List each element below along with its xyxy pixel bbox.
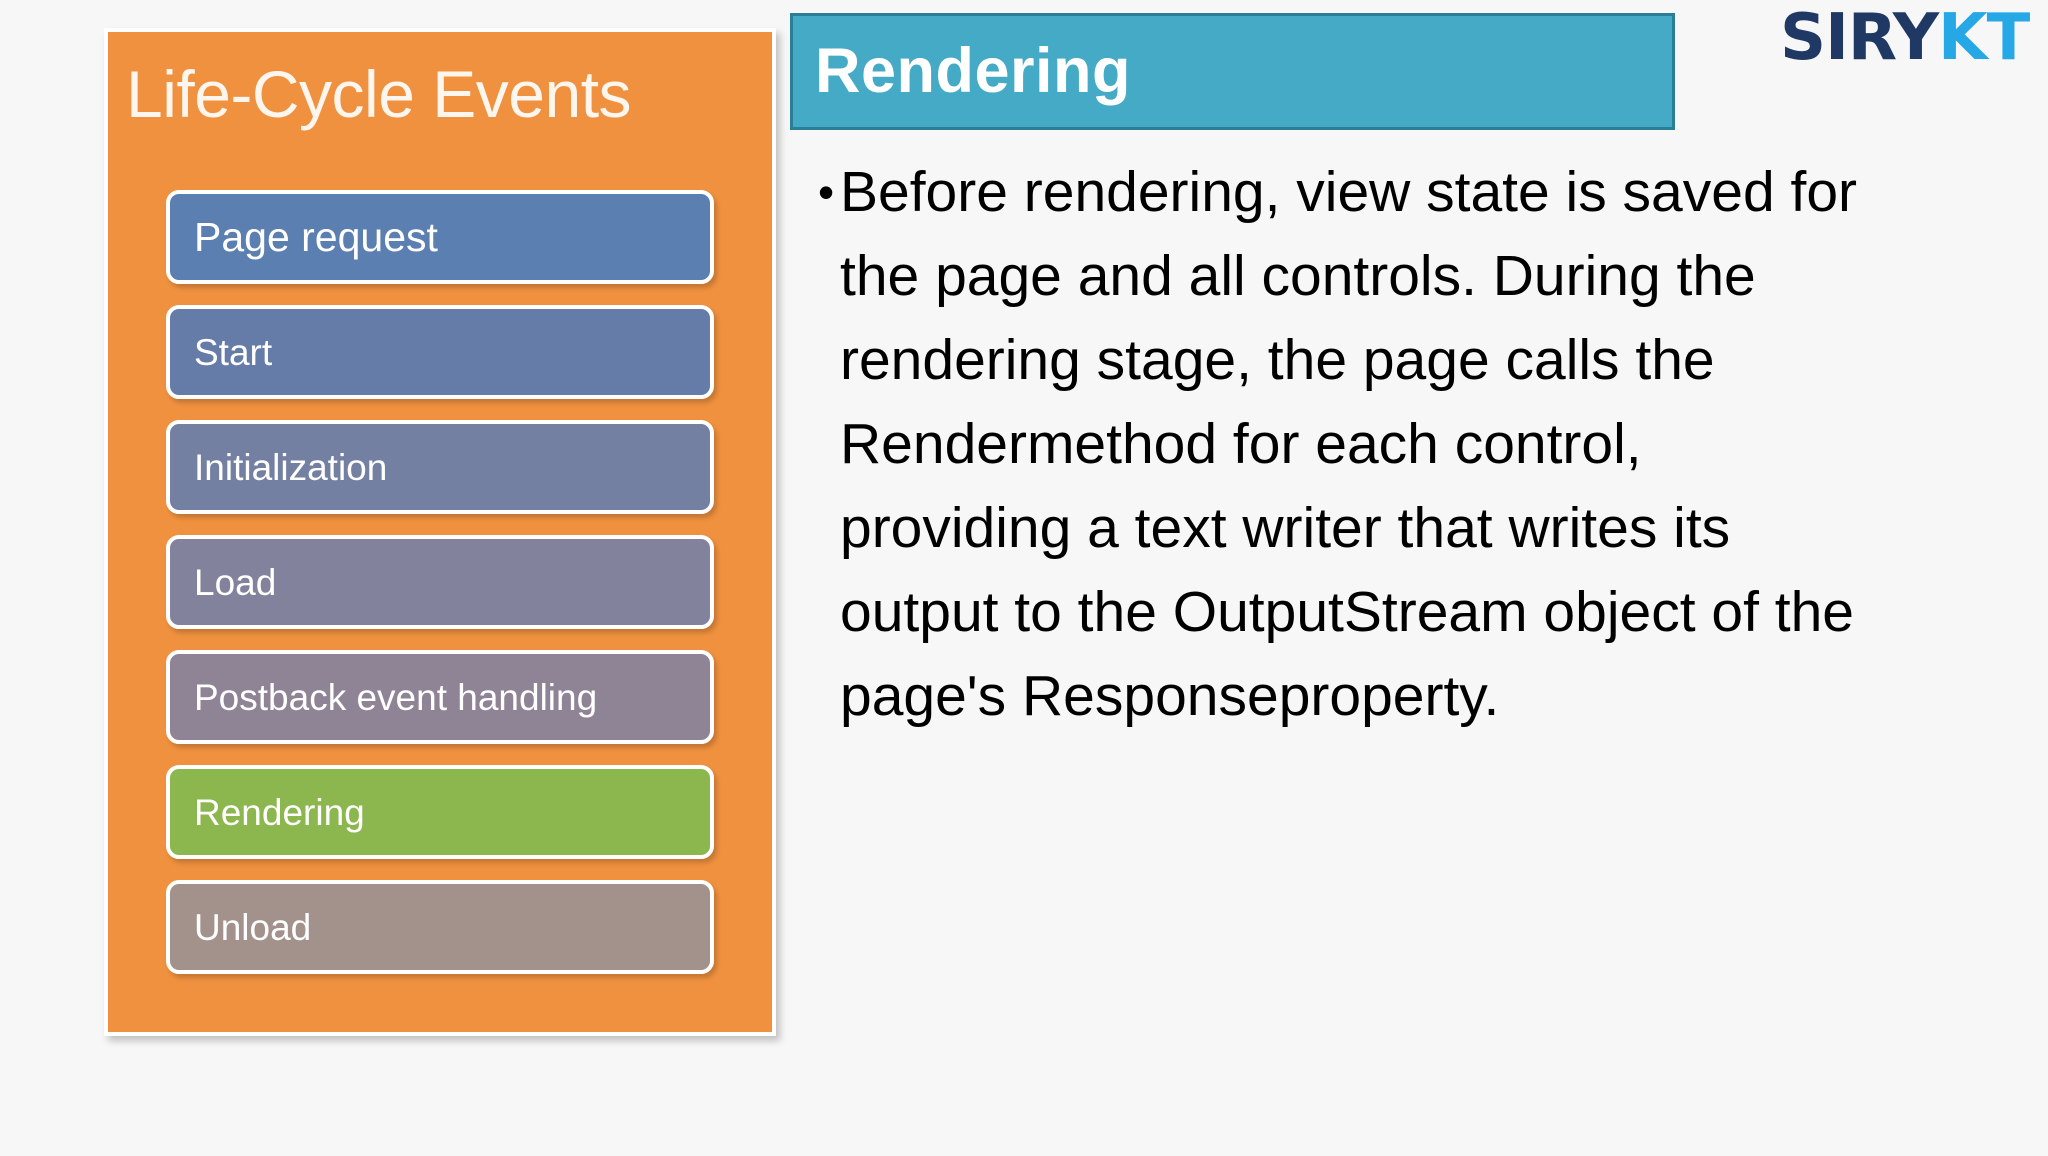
lifecycle-item-label: Load (194, 561, 277, 603)
bullet-list-item: • Before rendering, view state is saved … (790, 150, 1990, 738)
lifecycle-item-rendering[interactable]: Rendering (166, 765, 714, 859)
sirykt-logo: SIRYKT (1780, 2, 2048, 74)
lifecycle-panel-title: Life-Cycle Events (126, 57, 632, 131)
lifecycle-item-label: Postback event handling (194, 676, 598, 718)
lifecycle-item-label: Page request (194, 213, 438, 260)
content-area: Rendering • Before rendering, view state… (790, 0, 2048, 1156)
content-header-box: Rendering (790, 13, 1675, 130)
lifecycle-item-initialization[interactable]: Initialization (166, 420, 714, 514)
lifecycle-item-load[interactable]: Load (166, 535, 714, 629)
lifecycle-items-list: Page request Start Initialization Load P… (166, 190, 714, 995)
lifecycle-events-panel: Life-Cycle Events Page request Start Ini… (104, 28, 776, 1036)
logo-text-kt: KT (1938, 2, 2030, 74)
content-header-title: Rendering (815, 36, 1132, 106)
lifecycle-item-postback-event-handling[interactable]: Postback event handling (166, 650, 714, 744)
content-bullet-list: • Before rendering, view state is saved … (790, 150, 1990, 738)
logo-text-siry: SIRY (1780, 2, 1939, 74)
lifecycle-item-label: Rendering (194, 791, 365, 833)
lifecycle-item-label: Unload (194, 906, 312, 948)
lifecycle-item-label: Initialization (194, 446, 388, 488)
bullet-item-text: Before rendering, view state is saved fo… (840, 160, 1858, 728)
lifecycle-item-label: Start (194, 331, 273, 373)
lifecycle-item-unload[interactable]: Unload (166, 880, 714, 974)
lifecycle-item-page-request[interactable]: Page request (166, 190, 714, 284)
bullet-point-icon: • (818, 166, 835, 218)
logo-wordmark: SIRYKT (1780, 6, 2030, 70)
lifecycle-item-start[interactable]: Start (166, 305, 714, 399)
